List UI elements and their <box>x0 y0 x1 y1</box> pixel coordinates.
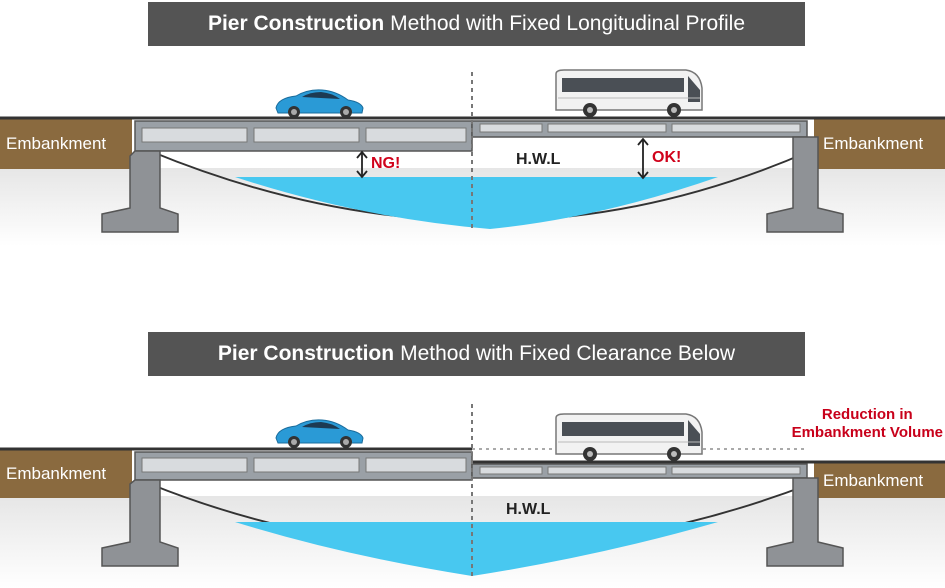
hwl-label: H.W.L <box>516 151 561 168</box>
diagram-fixed-longitudinal-profile: Pier Construction Method with Fixed Long… <box>0 2 945 246</box>
pier-left <box>101 479 179 567</box>
title-bar: Pier Construction Method with Fixed Clea… <box>148 332 805 376</box>
car-icon <box>275 419 364 448</box>
pier-right <box>766 136 844 233</box>
title-bar: Pier Construction Method with Fixed Long… <box>148 2 805 46</box>
bridge-scene <box>0 69 945 246</box>
embankment-right-label: Embankment <box>823 471 924 490</box>
bus-icon <box>555 413 703 461</box>
water <box>235 522 718 576</box>
reduction-line-1: Reduction in <box>821 406 913 423</box>
car-icon <box>275 89 364 118</box>
water <box>235 177 718 229</box>
reduction-note: Reduction in Embankment Volume <box>792 406 943 442</box>
ng-label: NG! <box>371 155 401 172</box>
ok-label: OK! <box>652 149 682 166</box>
embankment-right-label: Embankment <box>823 134 924 153</box>
riverbed <box>150 150 810 222</box>
embankment-left-label: Embankment <box>6 134 107 153</box>
hwl-label: H.W.L <box>506 501 551 518</box>
title-bold: Pier Construction <box>207 12 385 35</box>
ok-arrow <box>637 137 649 180</box>
bus-icon <box>555 69 703 117</box>
embankment-left-label: Embankment <box>6 464 107 483</box>
title-rest: Method with Fixed Clearance Below <box>400 342 736 365</box>
embankment-left-block <box>0 450 132 498</box>
embankment-right-block <box>814 462 945 498</box>
title-bold: Pier Construction <box>217 342 395 365</box>
reduction-line-2: Embankment Volume <box>791 424 943 441</box>
embankment-right-block <box>814 119 945 169</box>
bridge-scene <box>0 404 945 588</box>
pier-left <box>101 150 179 233</box>
diagram-fixed-clearance-below: Pier Construction Method with Fixed Clea… <box>0 294 945 588</box>
title-rest: Method with Fixed Longitudinal Profile <box>390 12 746 35</box>
pier-right <box>766 477 844 567</box>
embankment-left-block <box>0 119 132 169</box>
ng-arrow <box>356 150 368 179</box>
